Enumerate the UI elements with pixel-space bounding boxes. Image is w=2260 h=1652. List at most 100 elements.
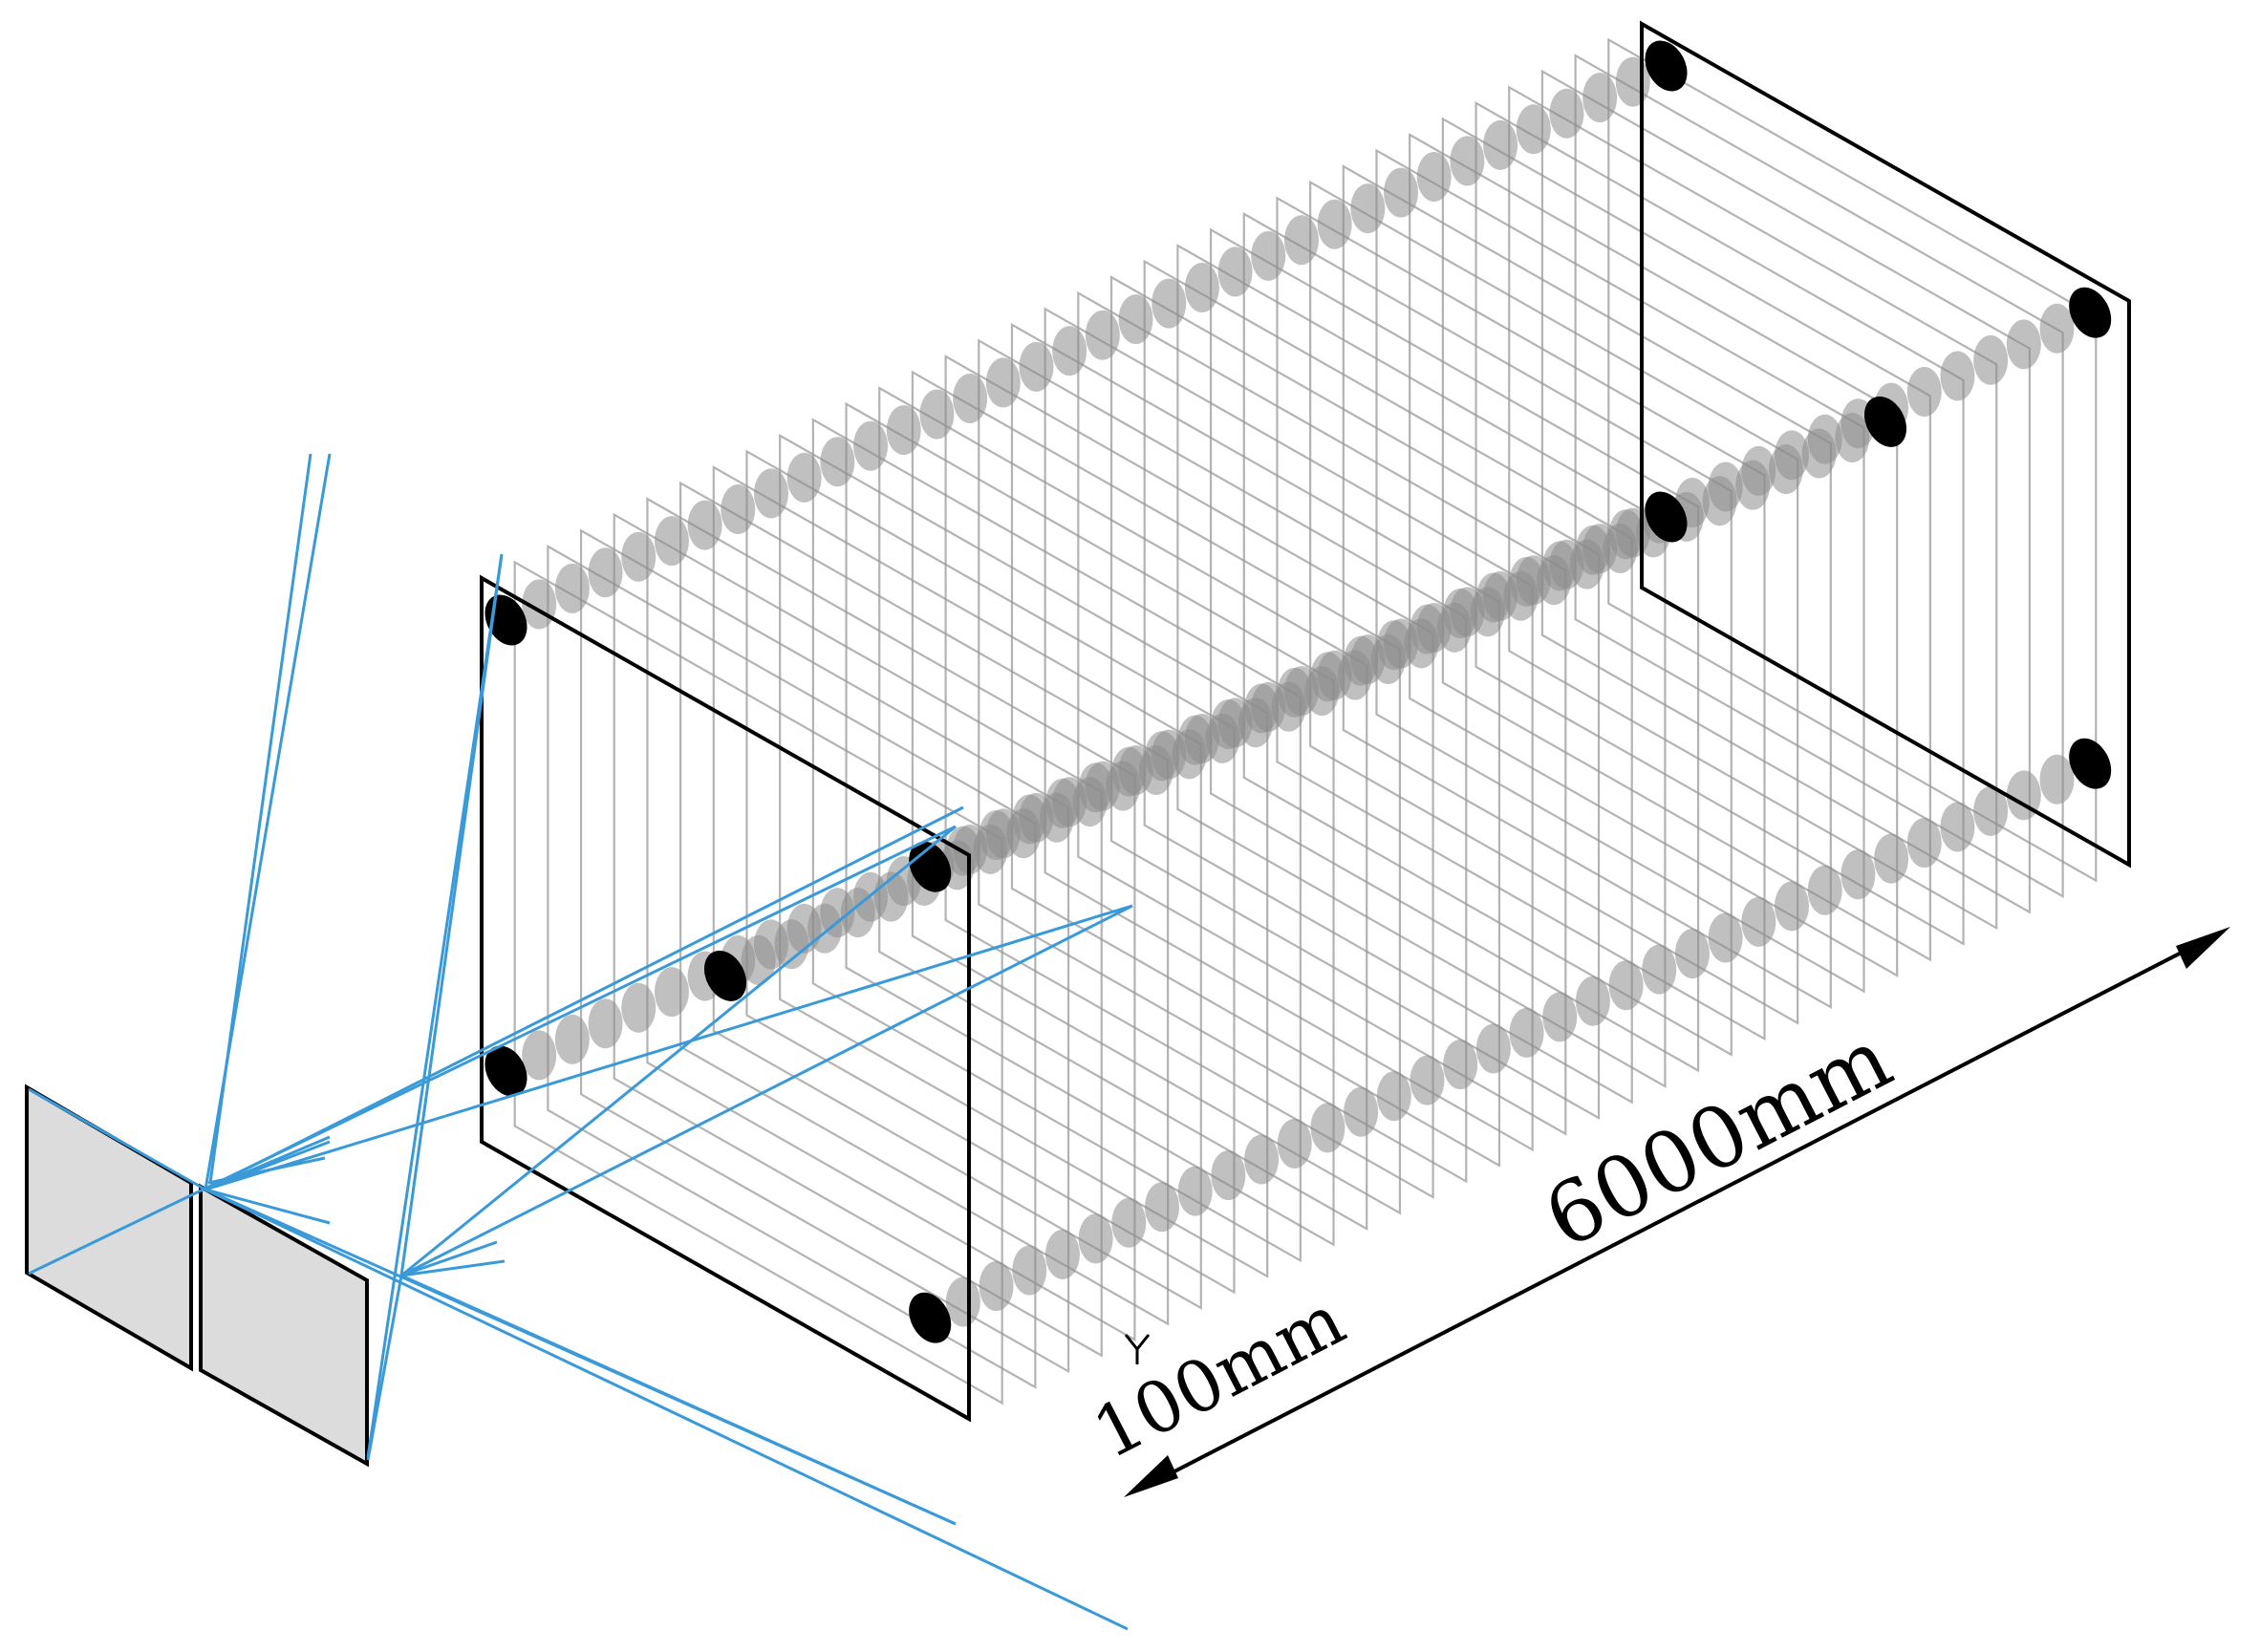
marker-trail-dot [1118, 745, 1153, 796]
marker-trail-dot [554, 563, 590, 613]
camera-ray [28, 825, 957, 1276]
marker-trail-dot [985, 357, 1021, 408]
marker-trail-dot [1145, 1182, 1179, 1233]
intermediate-plane [845, 401, 1335, 1247]
marker-trail-dot [1874, 833, 1909, 884]
intermediate-plane [1474, 100, 1965, 946]
marker-trail-dot [820, 888, 855, 938]
marker-trail-dot [1940, 802, 1975, 852]
spacing-tick [1124, 1334, 1151, 1364]
marker-trail-dot [1835, 412, 1870, 462]
marker-trail-dot [1741, 896, 1776, 947]
intermediate-plane [513, 560, 1003, 1405]
intermediate-plane [811, 418, 1302, 1263]
marker-trail-dot [1384, 167, 1419, 218]
marker-trail-dot [1450, 587, 1485, 637]
marker-trail-dot [1344, 1086, 1379, 1137]
marker-trail-dot [1152, 729, 1187, 780]
marker-trail-dot [654, 516, 689, 567]
camera-ray [400, 904, 1133, 1277]
marker-trail-dot [886, 405, 921, 456]
key-markers [484, 40, 2112, 1343]
marker-trail-dot [753, 468, 788, 519]
marker-trail-dot [1044, 1229, 1080, 1279]
marker-trail-dot [1217, 697, 1253, 748]
marker-trail-dot [753, 919, 788, 970]
marker-trail-dot [654, 967, 689, 1018]
marker-trail-dot [1475, 1023, 1511, 1074]
intermediate-plane [1276, 196, 1766, 1041]
marker-trail-dot [1674, 929, 1710, 979]
marker-trail-dot [1177, 1166, 1213, 1216]
camera-ray [366, 553, 504, 1458]
marker-trail-dot [1443, 1040, 1478, 1090]
intermediate-plane [1010, 322, 1501, 1168]
marker-trail-dot [1807, 865, 1842, 915]
marker-trail-dot [1575, 976, 1610, 1026]
marker-trail-dot [1940, 351, 1975, 401]
marker-trail-dot [953, 374, 988, 423]
near-frame [480, 574, 971, 1423]
marker-trail-dot [1211, 1150, 1246, 1201]
intermediate-plane [1044, 307, 1534, 1152]
marker-trail-dot [1384, 618, 1419, 669]
marker-trail-dot [687, 500, 722, 550]
intermediate-plane [745, 449, 1236, 1295]
intermediate-plane [1143, 259, 1633, 1105]
camera-ray [204, 904, 1133, 1191]
intermediate-plane [1209, 227, 1700, 1073]
marker-trail-dot [1410, 1055, 1445, 1105]
marker-trail-dot [2006, 319, 2041, 370]
intermediate-plane [579, 528, 1070, 1374]
intermediate-plane [1242, 211, 1733, 1057]
marker-trail-dot [1111, 1197, 1147, 1248]
arrowhead-start [1124, 1455, 1178, 1497]
marker-trail-dot [522, 1030, 557, 1081]
marker-trail-dot [853, 420, 889, 471]
intermediate-plane [944, 354, 1434, 1199]
far-frame-marker [1645, 40, 1688, 92]
marker-trail-dot [1735, 460, 1771, 510]
marker-trail-dot [1615, 56, 1650, 107]
intermediate-planes [513, 37, 2098, 1405]
marker-trail-dot [1582, 73, 1618, 123]
spacing-label: 100mm [1081, 1278, 1358, 1475]
marker-trail-dot [1416, 603, 1452, 653]
intermediate-plane [1508, 85, 1998, 931]
camera-ray [204, 1140, 331, 1191]
marker-trail-dot [1184, 714, 1219, 763]
marker-trail-dot [953, 825, 988, 874]
marker-trail-dot [2039, 754, 2075, 805]
intermediate-plane [712, 465, 1202, 1310]
camera-ray [208, 453, 312, 1184]
camera-ray [400, 825, 957, 1277]
far-frame-marker [2069, 287, 2112, 338]
intermediate-plane [1441, 117, 1931, 962]
intermediate-plane [679, 481, 1170, 1326]
marker-trail-dot [1317, 650, 1352, 700]
marker-trail-dot [1509, 1007, 1544, 1058]
marker-trail-dot [1310, 1103, 1345, 1153]
marker-trail-dot [1483, 119, 1518, 170]
marker-trail-dot [1012, 1245, 1047, 1296]
marker-trail-dot [979, 1261, 1014, 1312]
marker-trails [522, 56, 2075, 1327]
marker-trail-dot [1801, 428, 1837, 479]
marker-trail-dot [1973, 785, 2009, 836]
marker-trail-dot [1052, 777, 1087, 827]
intermediate-plane [878, 386, 1368, 1232]
far-frame-marker [1863, 396, 1907, 447]
intermediate-plane [1309, 180, 1799, 1025]
right-camera-sensor [199, 1183, 369, 1468]
marker-trail-dot [1906, 367, 1942, 418]
marker-trail-dot [1768, 444, 1803, 495]
intermediate-plane [547, 544, 1037, 1389]
intermediate-plane [911, 370, 1402, 1215]
intermediate-plane [1409, 133, 1899, 977]
intermediate-plane [613, 512, 1103, 1358]
marker-trail-dot [919, 389, 955, 440]
marker-trail-dot [1549, 88, 1584, 139]
marker-trail-dot [1283, 666, 1319, 717]
intermediate-plane [1607, 37, 2098, 883]
marker-trail-dot [786, 903, 822, 954]
